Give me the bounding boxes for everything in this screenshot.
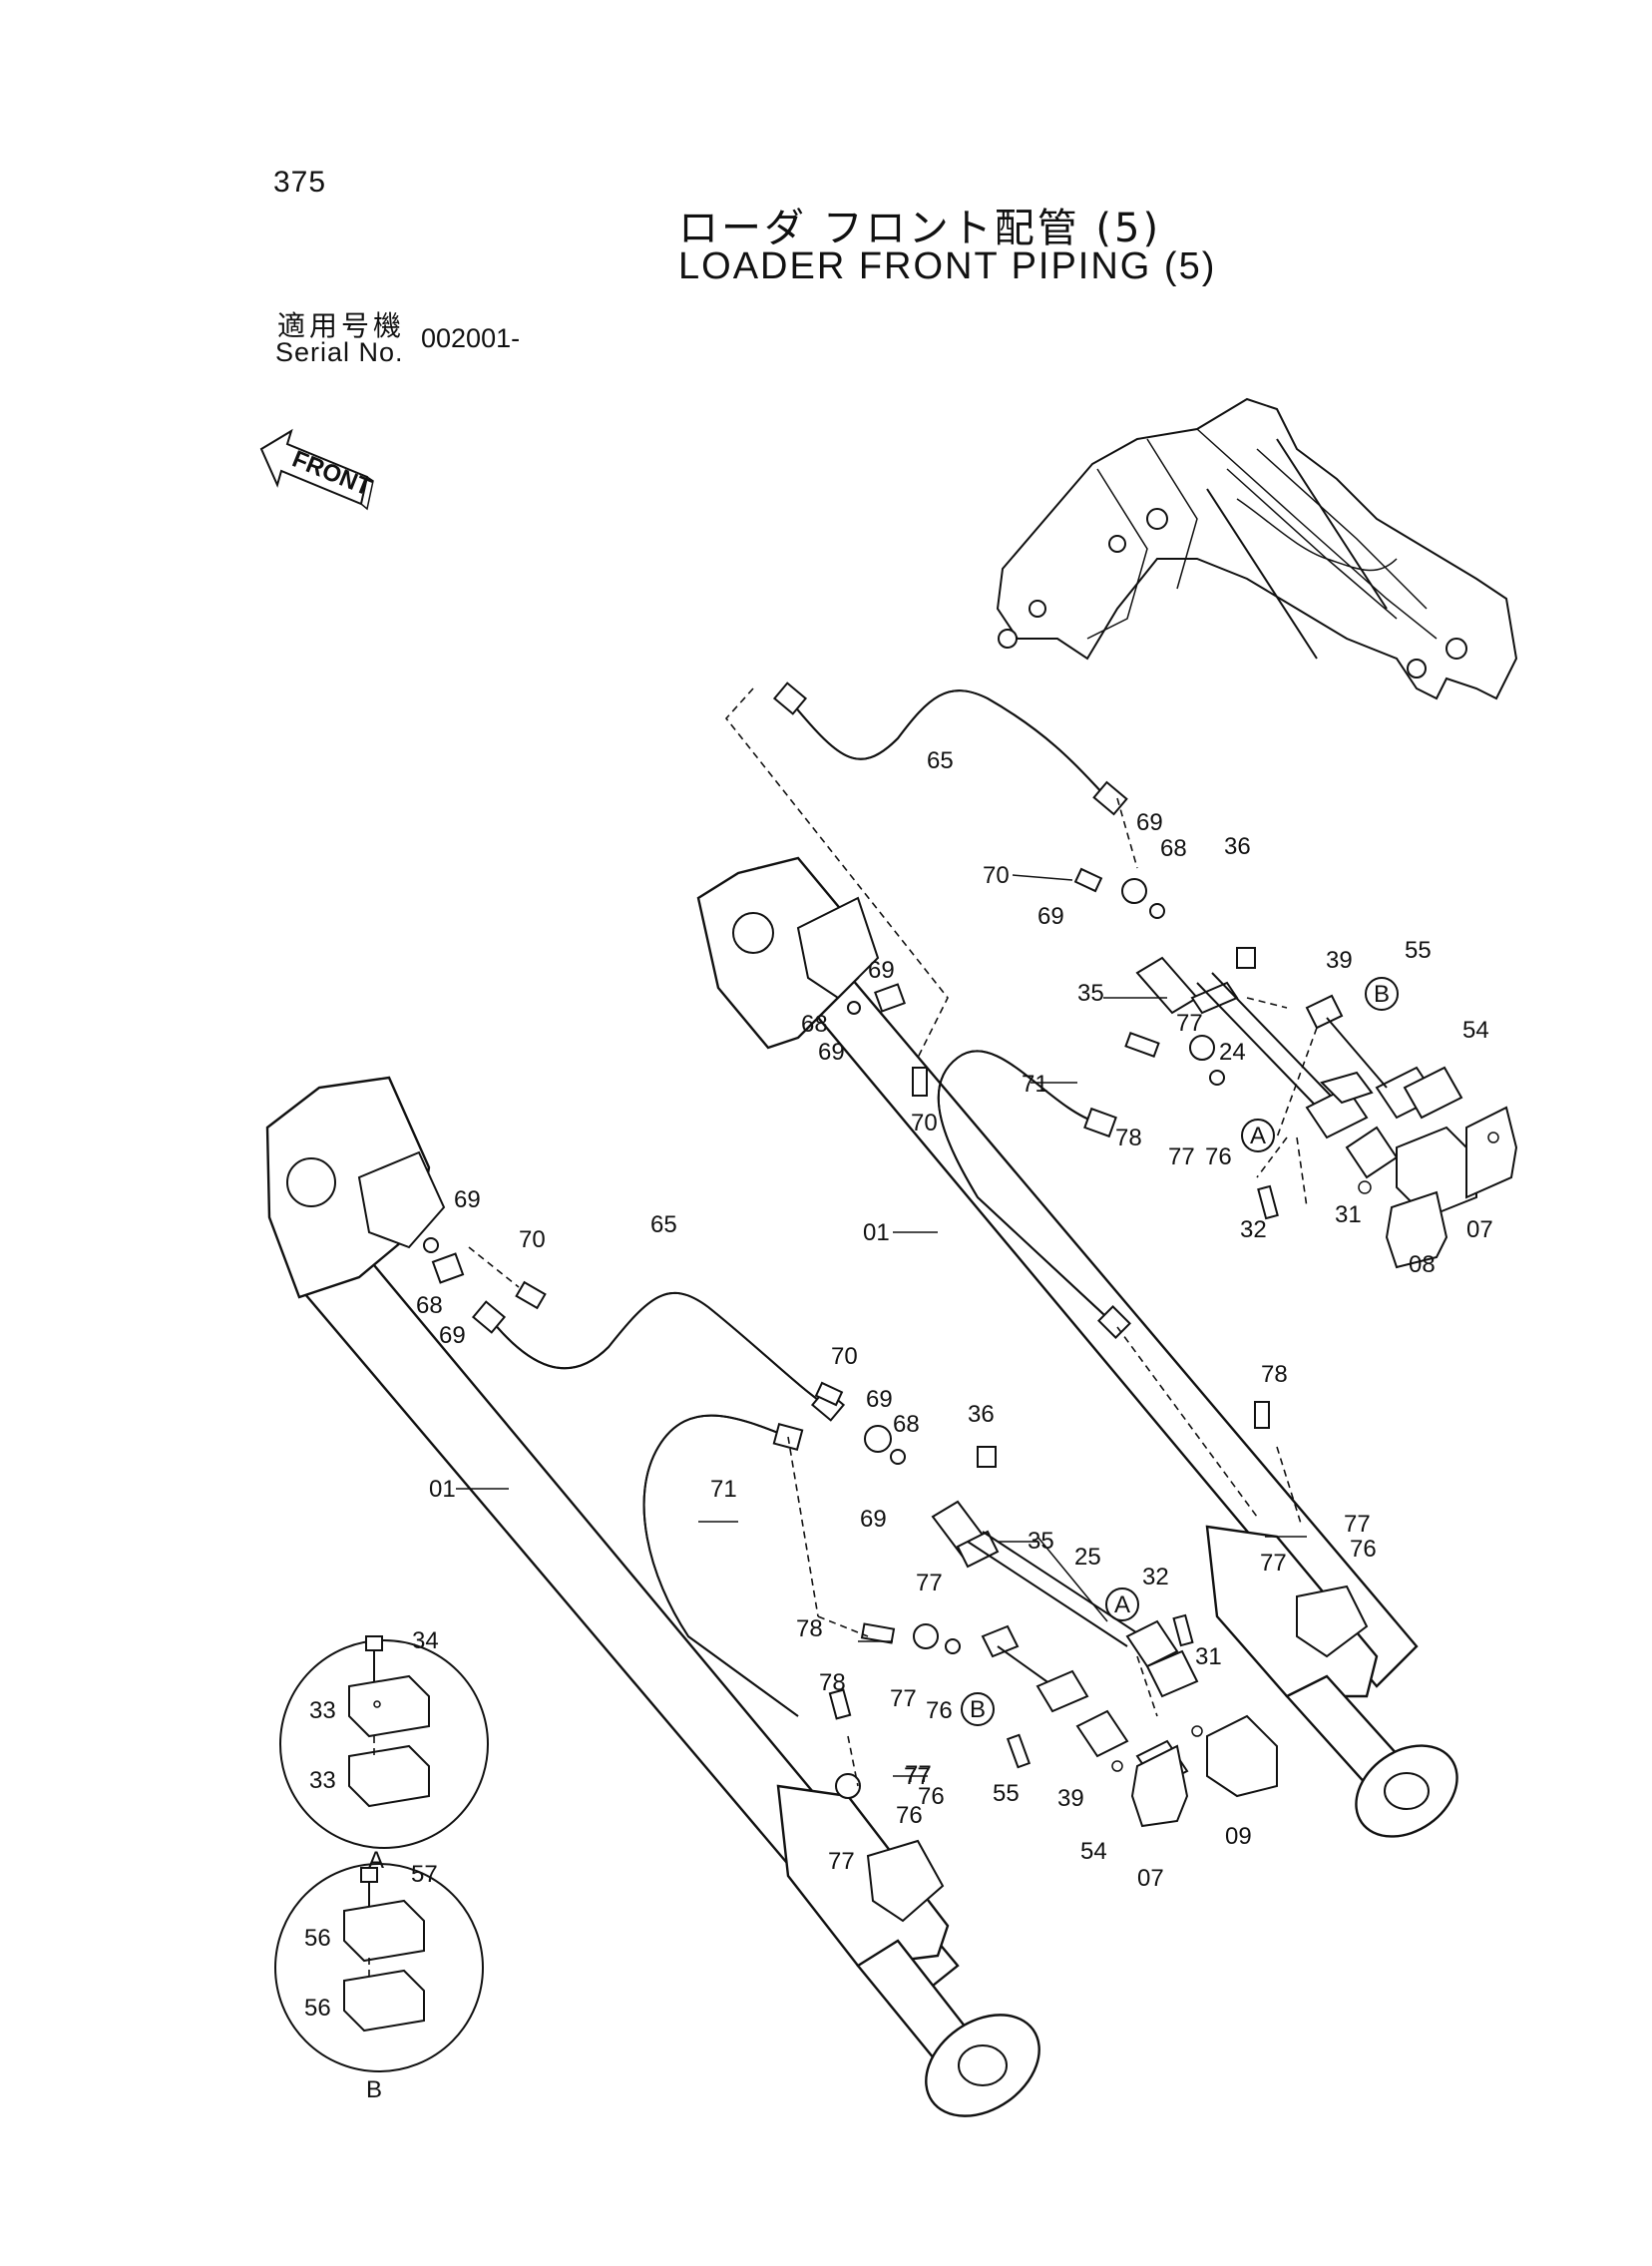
callout-78-upper-a: 78: [1115, 1125, 1142, 1151]
front-arrow-label: FRONT: [288, 446, 375, 502]
detail-b-label: B: [366, 2076, 382, 2103]
callout-77-lower-c: 77: [905, 1761, 932, 1788]
page-title-english: LOADER FRONT PIPING (5): [678, 245, 1217, 287]
callout-55-lower: 55: [993, 1780, 1020, 1807]
upper-pipe-assembly: [847, 867, 1518, 1429]
callout-71-lower: 71: [710, 1476, 737, 1503]
callout-35-upper: 35: [1077, 980, 1104, 1007]
callout-77-lower-b: 77: [890, 1685, 917, 1712]
marker-b-upper: B: [1374, 981, 1390, 1008]
callout-69-upper-c: 69: [868, 957, 895, 984]
callout-76-lower-a: 76: [926, 1697, 953, 1724]
callout-76-upper-b: 76: [1350, 1536, 1377, 1563]
marker-a-lower: A: [1114, 1591, 1130, 1618]
callout-68-upper: 68: [1160, 835, 1187, 862]
callout-70-lower-a: 70: [519, 1226, 546, 1253]
callout-70-lower-b: 70: [831, 1343, 858, 1370]
marker-b-lower: B: [970, 1696, 986, 1723]
hose-71-upper: [937, 1050, 1131, 1339]
callout-78-upper-b: 78: [1261, 1361, 1288, 1388]
callout-68-lower-a: 68: [416, 1292, 443, 1319]
cylinder-upper: [696, 856, 1458, 1838]
front-arrow-icon: FRONT: [259, 428, 375, 511]
callout-71-upper: 71: [1022, 1071, 1048, 1098]
callout-69-upper-a: 69: [1136, 809, 1163, 836]
callout-35-lower: 35: [1028, 1528, 1054, 1555]
callout-08: 08: [1409, 1251, 1436, 1278]
callout-leader-lines: [456, 874, 1307, 1777]
page-title-japanese: ローダ フロント配管 (5): [678, 206, 1162, 251]
callout-09: 09: [1225, 1823, 1252, 1850]
callout-69-lower-a: 69: [454, 1186, 481, 1213]
callout-69-upper-b: 69: [1037, 903, 1064, 930]
callout-36-lower: 36: [968, 1401, 995, 1428]
detail-a-callout-34: 34: [412, 1627, 439, 1654]
callout-77-lower-a: 77: [916, 1570, 943, 1596]
lower-pipe-assembly: [423, 1237, 1278, 1828]
serial-label-english: Serial No.: [275, 337, 404, 367]
detail-view-b: 57 56 56 B: [274, 1861, 484, 2103]
callout-76-upper: 76: [1205, 1143, 1232, 1170]
detail-b-callout-56-upper: 56: [304, 1925, 331, 1952]
callout-77-upper-c: 77: [1344, 1511, 1371, 1538]
callout-54-lower: 54: [1080, 1838, 1107, 1865]
callout-77-upper-d: 77: [1260, 1550, 1287, 1577]
marker-a-upper: A: [1250, 1123, 1266, 1149]
callout-31-lower: 31: [1195, 1643, 1222, 1670]
callout-76-lower-c: 76: [896, 1802, 923, 1829]
dashed-leaders: [468, 687, 1318, 1787]
callout-39-upper: 39: [1326, 947, 1353, 974]
callout-24: 24: [1219, 1039, 1246, 1066]
callout-77-upper-b: 77: [1168, 1143, 1195, 1170]
callout-36-upper: 36: [1224, 833, 1251, 860]
callout-70-upper-b: 70: [911, 1110, 938, 1136]
callout-69-lower-b: 69: [439, 1322, 466, 1349]
callout-78-lower-b: 78: [819, 1669, 846, 1696]
detail-b-callout-56-lower: 56: [304, 1995, 331, 2022]
serial-label-japanese: 適用号機: [277, 309, 406, 342]
callout-01-lower: 01: [429, 1476, 456, 1503]
detail-view-a: 34 33 33 A: [279, 1627, 489, 1874]
callout-07-upper: 07: [1466, 1216, 1493, 1243]
callout-55-upper: 55: [1405, 937, 1432, 964]
callout-70-upper: 70: [983, 862, 1010, 889]
callout-77-upper-a: 77: [1176, 1010, 1203, 1037]
machine-overview-illustration: [996, 397, 1518, 700]
callout-68-lower-b: 68: [893, 1411, 920, 1438]
callout-65-lower: 65: [650, 1211, 677, 1238]
callout-01-upper: 01: [863, 1219, 890, 1246]
callout-77-lower-e: 77: [828, 1848, 855, 1875]
callout-76-lower-b: 76: [918, 1783, 945, 1810]
serial-number-value: 002001-: [421, 323, 521, 353]
callout-numbers: 65 69 70 68 69 36 39 55 35 77 24 54 69 6…: [416, 747, 1493, 1892]
detail-b-callout-57: 57: [411, 1861, 438, 1888]
hose-65-lower: [471, 1291, 846, 1422]
callout-69-upper-d: 69: [818, 1039, 845, 1066]
callout-32-upper: 32: [1240, 1216, 1267, 1243]
callout-69-lower-d: 69: [860, 1506, 887, 1533]
callout-25: 25: [1074, 1544, 1101, 1571]
page-number: 375: [273, 166, 327, 199]
callout-31-upper: 31: [1335, 1201, 1362, 1228]
callout-78-lower-a: 78: [796, 1615, 823, 1642]
cylinder-lower: [265, 1076, 1040, 2117]
callout-69-lower-c: 69: [866, 1386, 893, 1413]
callout-68-upper-b: 68: [801, 1011, 828, 1038]
callout-32-lower: 32: [1142, 1564, 1169, 1590]
detail-a-callout-33-lower: 33: [309, 1767, 336, 1794]
callout-65-upper: 65: [927, 747, 954, 774]
detail-a-callout-33-upper: 33: [309, 1697, 336, 1724]
callout-07-lower: 07: [1137, 1865, 1164, 1892]
callout-39-lower: 39: [1057, 1785, 1084, 1812]
callout-77-lower-d: 77: [904, 1763, 931, 1790]
circled-markers: A B A B: [961, 977, 1399, 1726]
hose-65-upper: [772, 681, 1128, 816]
callout-54-upper: 54: [1462, 1017, 1489, 1044]
